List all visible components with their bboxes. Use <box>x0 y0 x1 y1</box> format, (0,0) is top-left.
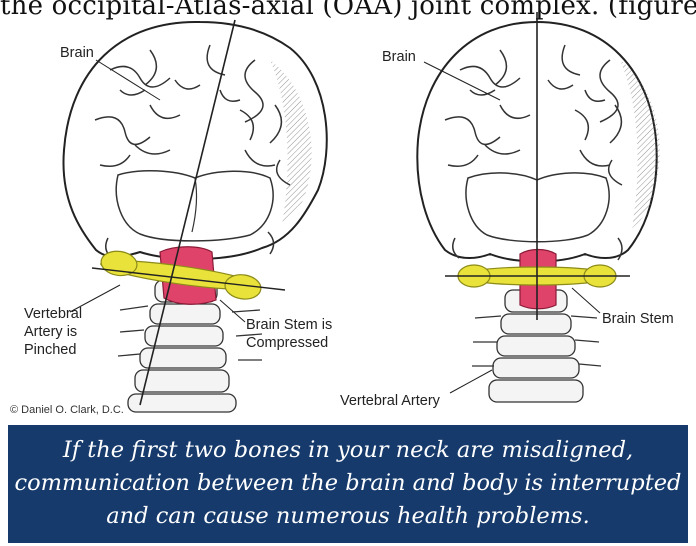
left-stem-label-line1: Brain Stem is <box>246 316 332 334</box>
copyright-credit: © Daniel O. Clark, D.C. <box>10 401 124 419</box>
left-brain-label: Brain <box>60 44 94 62</box>
right-stem-label: Brain Stem <box>602 310 674 328</box>
left-skull-figure <box>63 20 326 412</box>
left-artery-label-line3: Pinched <box>24 341 76 359</box>
right-skull-figure <box>417 12 659 402</box>
right-artery-label: Vertebral Artery <box>340 392 440 410</box>
banner-line-1: If the first two bones in your neck are … <box>8 434 688 467</box>
left-stem-label-line2: Compressed <box>246 334 328 352</box>
banner-line-3: and can cause numerous health problems. <box>8 500 688 533</box>
banner-line-2: communication between the brain and body… <box>8 467 688 500</box>
skull-illustrations <box>0 0 696 425</box>
left-artery-label-line2: Artery is <box>24 323 77 341</box>
right-brain-label: Brain <box>382 48 416 66</box>
message-banner: If the first two bones in your neck are … <box>8 425 688 543</box>
left-artery-label-line1: Vertebral <box>24 305 82 323</box>
